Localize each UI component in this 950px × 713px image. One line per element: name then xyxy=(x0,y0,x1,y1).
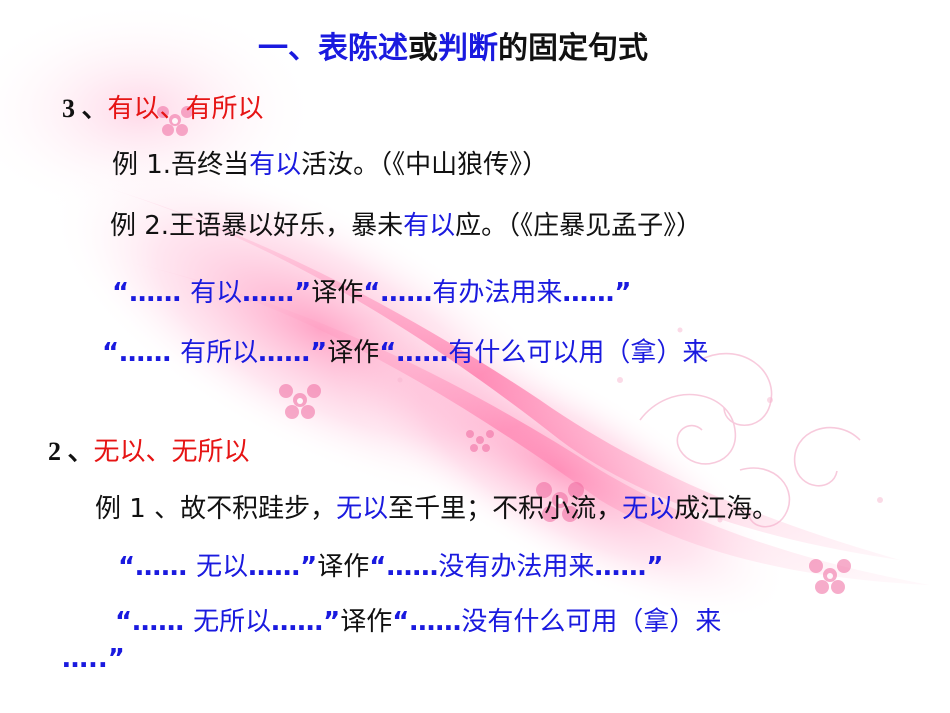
quote-close: ……” xyxy=(271,607,341,637)
section2-heading-text: 无以、无所以 xyxy=(93,437,250,467)
example-label: 例 2. xyxy=(110,211,170,241)
translation-verb: 译作 xyxy=(327,338,380,368)
translation-keyword: 有所以 xyxy=(180,338,259,368)
translation-verb: 译作 xyxy=(311,278,364,308)
example-keyword: 无以 xyxy=(336,494,389,524)
example-text: 成江海。 xyxy=(674,494,779,524)
quote-close: …..” xyxy=(62,644,125,674)
quote-open: “…… xyxy=(115,607,194,637)
section3-number: 3 、 xyxy=(62,94,108,123)
example-label: 例 1. xyxy=(112,150,172,180)
title-part: 的固定句式 xyxy=(498,31,648,66)
section3-heading-text: 有以、有所以 xyxy=(107,94,264,124)
section2-number: 2 、 xyxy=(48,437,94,466)
title-part: 一、 xyxy=(258,31,318,66)
section2-translation2: “…… 无所以……”译作“……没有什么可用（拿）来 xyxy=(115,605,721,639)
section2-example1: 例 1 、故不积跬步，无以至千里；不积小流，无以成江海。 xyxy=(95,492,778,526)
quote-close: ……” xyxy=(594,552,664,582)
quote-open: “…… xyxy=(102,338,181,368)
quote-open: “…… xyxy=(118,552,197,582)
translation-meaning: 有什么可以用（拿）来 xyxy=(448,338,709,368)
quote-close: ……” xyxy=(242,278,312,308)
example-keyword: 有以 xyxy=(249,150,302,180)
section3-example2: 例 2.王语暴以好乐，暴未有以应。（《庄暴见孟子》） xyxy=(110,209,702,243)
quote-open: “…… xyxy=(369,552,439,582)
translation-keyword: 有以 xyxy=(190,278,243,308)
section3-heading: 3 、有以、有所以 xyxy=(62,92,264,126)
section3-translation2: “…… 有所以……”译作“……有什么可以用（拿）来 xyxy=(102,336,708,370)
quote-open: “…… xyxy=(392,607,462,637)
example-text: 应。（《庄暴见孟子》） xyxy=(455,211,703,241)
example-text: 至千里；不积小流， xyxy=(388,494,623,524)
example-text: 故不积跬步， xyxy=(180,494,337,524)
example-keyword: 无以 xyxy=(622,494,675,524)
translation-keyword: 无以 xyxy=(196,552,249,582)
example-text: 王语暴以好乐，暴未 xyxy=(169,211,404,241)
quote-open: “…… xyxy=(379,338,449,368)
translation-verb: 译作 xyxy=(340,607,393,637)
translation-meaning: 有办法用来 xyxy=(432,278,563,308)
title-keyword-statement: 表陈述 xyxy=(318,31,408,66)
section2-heading: 2 、无以、无所以 xyxy=(48,435,250,469)
example-text: 吾终当 xyxy=(171,150,250,180)
title-keyword-judgement: 判断 xyxy=(438,31,498,66)
example-label: 例 1 、 xyxy=(95,494,181,524)
translation-meaning: 没有什么可用（拿）来 xyxy=(461,607,722,637)
section2-translation2-tail: …..” xyxy=(62,642,125,676)
section2-translation1: “…… 无以……”译作“……没有办法用来……” xyxy=(118,550,663,584)
quote-close: ……” xyxy=(562,278,632,308)
page-title: 一、表陈述或判断的固定句式 xyxy=(258,30,648,68)
example-text: 活汝。（《中山狼传》） xyxy=(301,150,549,180)
title-part: 或 xyxy=(408,31,438,66)
translation-keyword: 无所以 xyxy=(193,607,272,637)
translation-meaning: 没有办法用来 xyxy=(438,552,595,582)
quote-close: ……” xyxy=(248,552,318,582)
quote-open: “…… xyxy=(363,278,433,308)
translation-verb: 译作 xyxy=(317,552,370,582)
quote-open: “…… xyxy=(112,278,191,308)
quote-close: ……” xyxy=(258,338,328,368)
section3-translation1: “…… 有以……”译作“……有办法用来……” xyxy=(112,276,631,310)
example-keyword: 有以 xyxy=(403,211,456,241)
section3-example1: 例 1.吾终当有以活汝。（《中山狼传》） xyxy=(112,148,548,182)
